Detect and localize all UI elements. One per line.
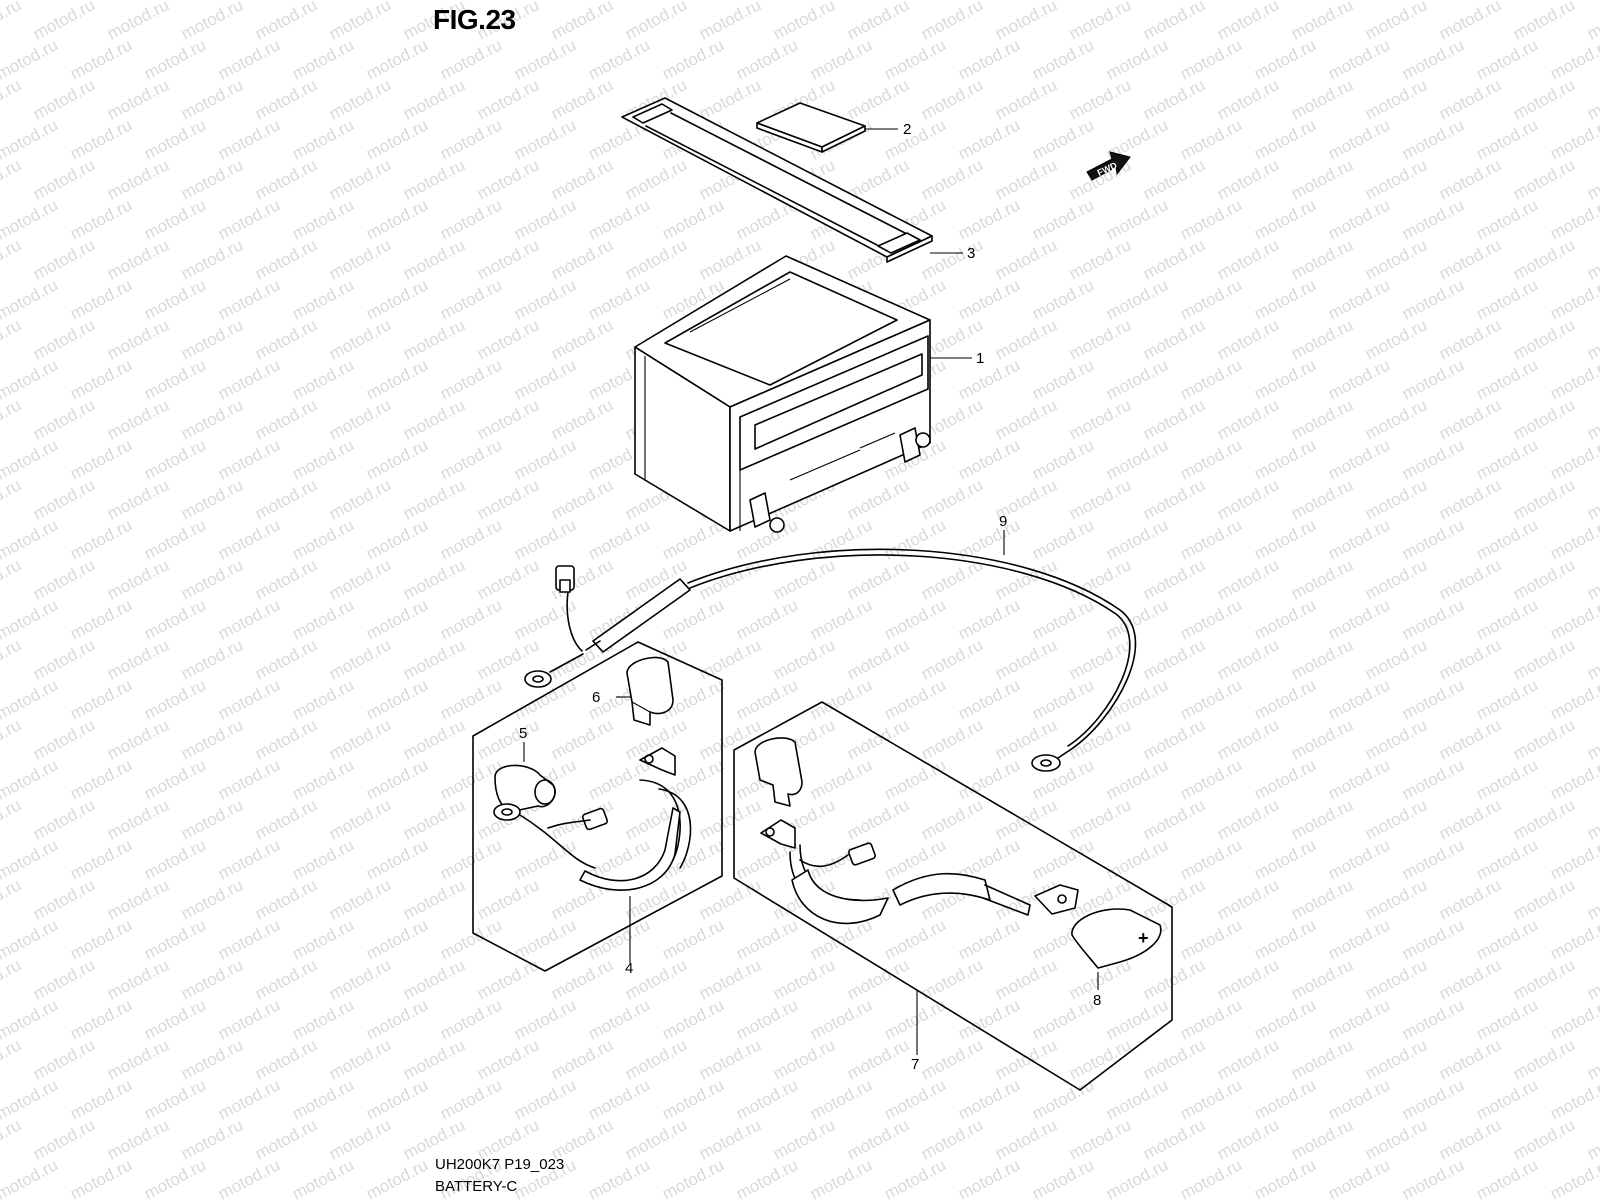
callout-1: 1 [976,350,984,367]
callout-7: 7 [911,1056,919,1073]
part-5-boot [494,764,556,813]
part-9-cable [524,548,1137,772]
part-7-harness [760,819,1079,925]
figure-name: BATTERY-C [435,1178,518,1195]
callout-2: 2 [903,121,911,138]
figure-code: UH200K7 P19_023 [435,1156,565,1173]
callout-3: 3 [967,245,975,262]
plus-symbol: + [1138,928,1149,948]
figure-title: FIG.23 [433,4,516,35]
callout-9: 9 [999,513,1007,530]
part-6-terminal-cap [626,656,674,726]
part-7-terminal-cap [754,737,803,807]
part-4-harness [493,747,692,891]
part-7-kit-box [733,701,1173,1091]
callout-numbers: 2 3 1 9 6 5 4 8 7 [519,121,1101,1073]
fwd-arrow-icon: FWD [1086,151,1131,181]
part-2-pad [756,102,866,153]
callout-4: 4 [625,960,633,977]
callout-5: 5 [519,725,527,742]
callout-8: 8 [1093,992,1101,1009]
callout-6: 6 [592,689,600,706]
part-4-kit-box [472,641,723,972]
part-1-battery [634,255,931,533]
part-3-strap [621,97,933,263]
part-8-terminal-cap: + [1071,908,1162,969]
leader-lines [523,128,1099,1055]
